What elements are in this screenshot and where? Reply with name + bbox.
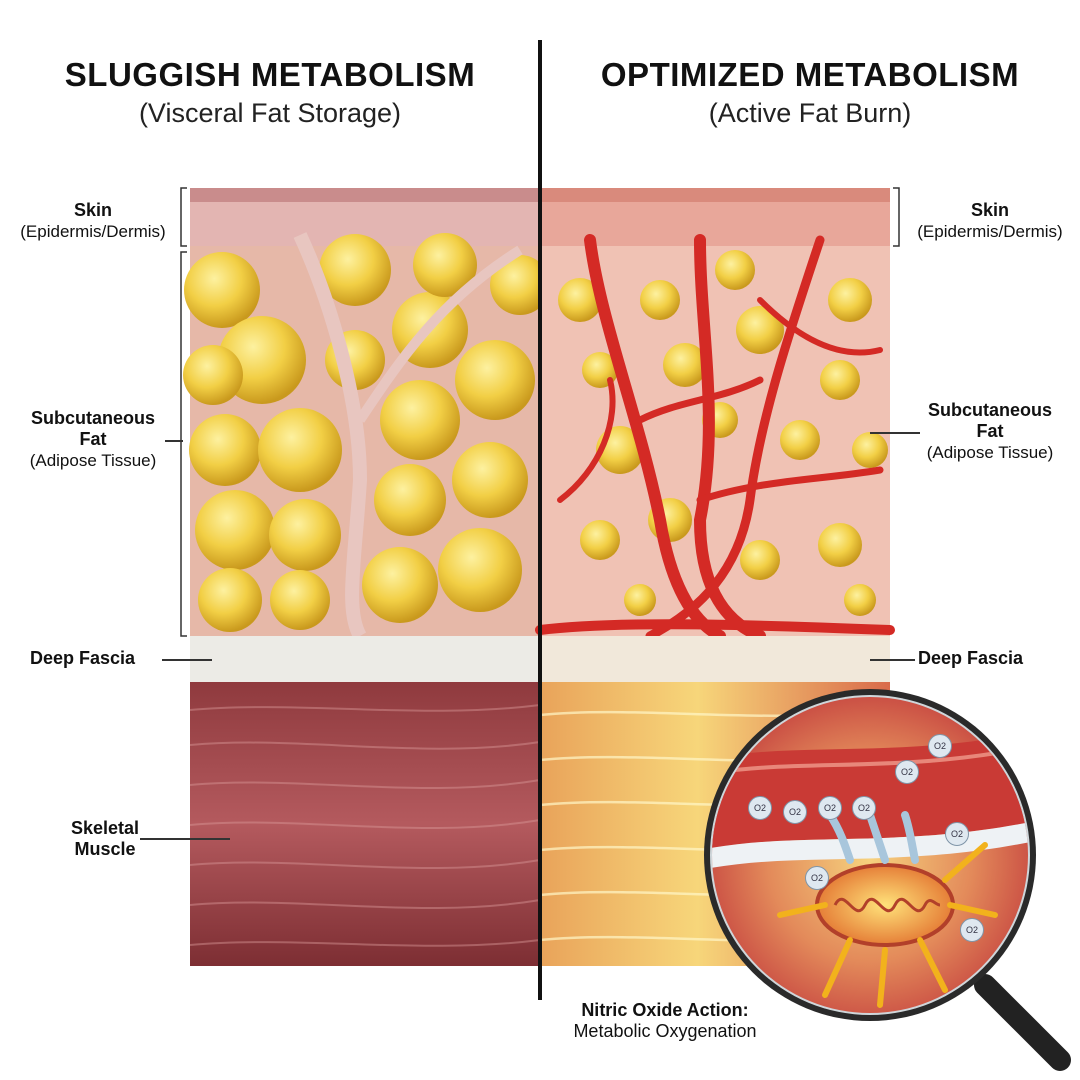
o2-bubble: O2 [928,734,952,758]
left-title: SLUGGISH METABOLISM [64,56,476,93]
o2-bubble: O2 [852,796,876,820]
o2-bubble: O2 [960,918,984,942]
left-muscle-leader [140,838,230,840]
right-fascia-label: Deep Fascia [918,648,1068,669]
right-fat-leader [870,432,920,434]
inset-caption: Nitric Oxide Action: Metabolic Oxygenati… [540,1000,790,1042]
right-fascia-leader [870,659,915,661]
left-skin-label: Skin (Epidermis/Dermis) [0,200,186,242]
right-skin-name: Skin [970,200,1009,220]
o2-bubble: O2 [818,796,842,820]
o2-bubble: O2 [748,796,772,820]
o2-bubble: O2 [895,760,919,784]
left-fascia-name: Deep Fascia [30,648,136,668]
left-fat-name-2: Fat [79,429,107,449]
right-fat-cells [558,250,888,616]
right-fat-name-2: Fat [976,421,1004,441]
right-panel-header: OPTIMIZED METABOLISM (Active Fat Burn) [540,56,1080,129]
right-fascia-name: Deep Fascia [918,648,1024,668]
left-panel-header: SLUGGISH METABOLISM (Visceral Fat Storag… [0,56,540,129]
o2-bubble: O2 [805,866,829,890]
right-fat-name-1: Subcutaneous [927,400,1052,420]
right-fat-detail: (Adipose Tissue) [926,443,1054,462]
left-fat-detail: (Adipose Tissue) [29,451,157,470]
left-muscle-name-2: Muscle [74,839,136,859]
left-skin-detail: (Epidermis/Dermis) [20,222,166,241]
o2-bubble: O2 [783,800,807,824]
left-fat-leader [165,440,183,442]
left-fascia-leader [162,659,212,661]
left-muscle-label: Skeletal Muscle [40,818,170,860]
inset-caption-title: Nitric Oxide Action: [581,1000,749,1020]
left-subtitle: (Visceral Fat Storage) [138,98,402,128]
right-skin-detail: (Epidermis/Dermis) [917,222,1063,241]
right-subtitle: (Active Fat Burn) [708,98,912,128]
right-skin-label: Skin (Epidermis/Dermis) [900,200,1080,242]
right-title: OPTIMIZED METABOLISM [600,56,1020,93]
left-fat-cells [183,233,550,632]
o2-bubble: O2 [945,822,969,846]
left-fat-label: Subcutaneous Fat (Adipose Tissue) [0,408,186,471]
left-fat-name-1: Subcutaneous [30,408,155,428]
inset-caption-subtitle: Metabolic Oxygenation [573,1021,757,1041]
left-fascia-label: Deep Fascia [30,648,170,669]
left-skin-name: Skin [73,200,112,220]
left-muscle-name-1: Skeletal [70,818,140,838]
right-fat-label: Subcutaneous Fat (Adipose Tissue) [900,400,1080,463]
right-blood-vessels [535,234,895,642]
magnifier-inset [704,689,1071,1071]
